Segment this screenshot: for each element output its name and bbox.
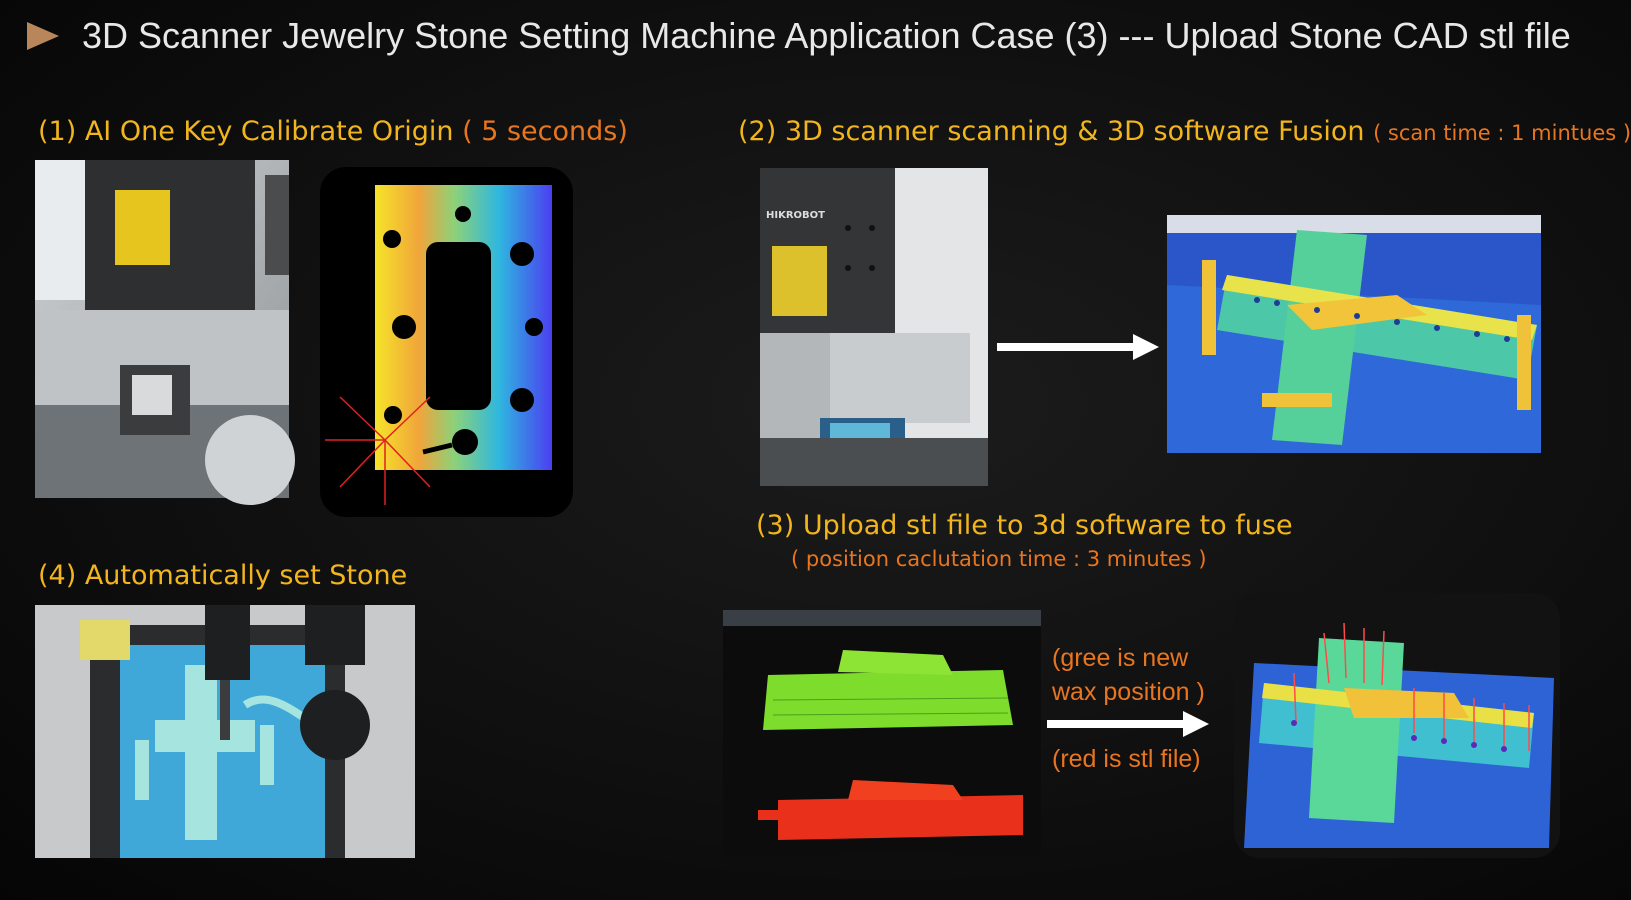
green-caption-line1: (gree is new: [1052, 644, 1189, 672]
green-caption-line2: wax position ): [1052, 678, 1205, 706]
title-bullet-icon: [27, 22, 59, 50]
step3-note: ( position caclutation time : 3 minutes …: [791, 547, 1207, 571]
step1-note: ( 5 seconds): [462, 116, 628, 147]
calibration-depth-map: [320, 167, 573, 517]
step1-label: (1) AI One Key Calibrate Origin: [38, 116, 454, 147]
fusion-scan-render: [1167, 215, 1541, 453]
stl-overlay-photo: [723, 610, 1041, 855]
step1-heading: (1) AI One Key Calibrate Origin ( 5 seco…: [38, 116, 628, 147]
step2-heading: (2) 3D scanner scanning & 3D software Fu…: [738, 116, 1631, 147]
scanner-brand-label: HIKROBOT: [766, 210, 825, 221]
step4-heading: (4) Automatically set Stone: [38, 560, 408, 591]
step3-heading: (3) Upload stl file to 3d software to fu…: [756, 510, 1293, 541]
right-arrow-icon: [997, 334, 1159, 360]
page-title: 3D Scanner Jewelry Stone Setting Machine…: [82, 15, 1571, 56]
scanner-photo: HIKROBOT: [760, 168, 988, 486]
fused-position-render: [1234, 593, 1560, 858]
step2-note: ( scan time : 1 mintues ): [1373, 121, 1631, 145]
step2-label: (2) 3D scanner scanning & 3D software Fu…: [738, 116, 1365, 147]
calibration-machine-photo: [35, 160, 295, 505]
red-caption: (red is stl file): [1052, 745, 1201, 773]
right-arrow-icon: [1047, 711, 1209, 737]
stone-setting-photo: [35, 605, 415, 858]
